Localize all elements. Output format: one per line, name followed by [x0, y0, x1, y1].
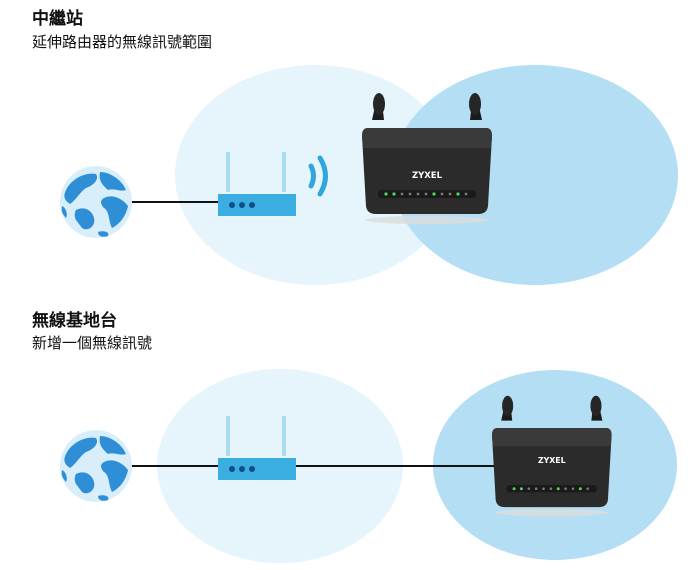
router-brand-label: ZYXEL — [538, 456, 566, 465]
router-coverage-area — [392, 65, 678, 285]
globe-icon — [60, 166, 132, 238]
repeater-diagram: ZYXEL — [60, 65, 678, 285]
router-brand-label: ZYXEL — [412, 171, 443, 181]
access-point-diagram: ZYXEL — [60, 369, 677, 563]
section-title-access-point: 無線基地台 — [32, 311, 117, 331]
zyxel-router-icon: ZYXEL — [362, 93, 492, 224]
section-subtitle-repeater: 延伸路由器的無線訊號範圍 — [32, 33, 213, 51]
globe-icon — [60, 430, 132, 502]
section-subtitle-access-point: 新增一個無線訊號 — [32, 334, 153, 352]
zyxel-router-icon: ZYXEL — [492, 395, 612, 517]
section-title-repeater: 中繼站 — [32, 9, 83, 29]
wifi-signal-icon — [308, 155, 328, 197]
